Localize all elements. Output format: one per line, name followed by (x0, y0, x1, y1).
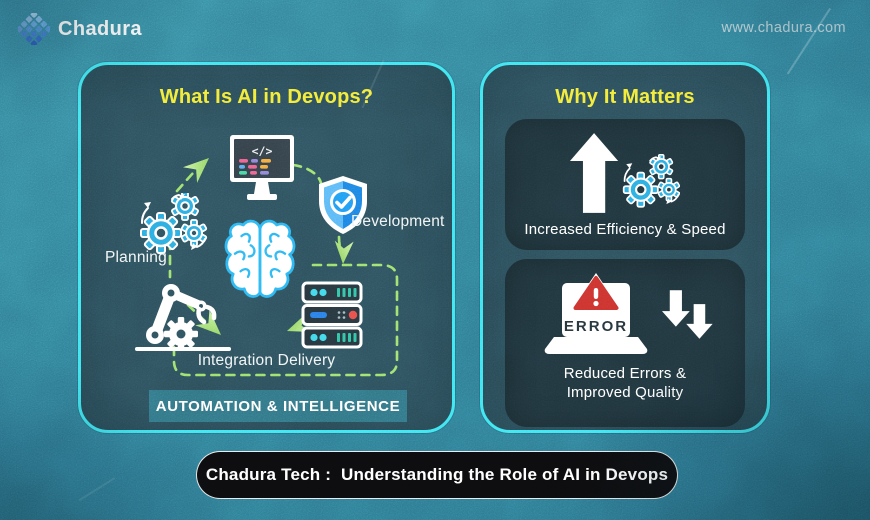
brand-logo: Chadura (18, 13, 142, 45)
gears-icon (140, 193, 208, 254)
planning-label: Planning (105, 249, 167, 266)
efficiency-icon (570, 131, 680, 215)
efficiency-label: Increased Efficiency & Speed (524, 221, 726, 238)
left-panel-title: What Is AI in Devops? (159, 86, 374, 108)
website-url: www.chadura.com (721, 20, 846, 36)
ai-brain-icon (224, 219, 296, 298)
footer-banner: Chadura Tech : Understanding the Role of… (196, 451, 678, 499)
what-is-ai-panel: What Is AI in Devops? </> (78, 62, 455, 433)
efficiency-card: Increased Efficiency & Speed (505, 119, 745, 250)
right-panel-title: Why It Matters (555, 86, 695, 108)
error-laptop-icon: ERROR (536, 271, 714, 359)
robot-arm-icon (135, 284, 231, 351)
chadura-diamond-logo-icon (18, 13, 50, 45)
error-laptop-glyph: ERROR (544, 273, 648, 354)
error-text: ERROR (564, 318, 628, 335)
development-label: Development (351, 213, 445, 230)
brand-name: Chadura (58, 17, 142, 40)
footer-banner-text: Chadura Tech : Understanding the Role of… (205, 465, 669, 484)
scratch-line (78, 477, 115, 501)
scratch-line (786, 7, 831, 75)
why-it-matters-panel: Why It Matters (480, 62, 770, 433)
errors-label-line2: Improved Quality (566, 383, 684, 401)
errors-card: ERROR Reduced Errors & Improved Quality (505, 259, 745, 427)
errors-label-line1: Reduced Errors & (563, 365, 687, 382)
gears-icon (622, 153, 680, 208)
code-symbol: </> (252, 144, 273, 158)
code-monitor-icon: </> (230, 135, 294, 200)
integration-delivery-label: Integration Delivery (197, 352, 336, 369)
down-arrows-icon (662, 290, 713, 339)
automation-intelligence-banner: AUTOMATION & INTELLIGENCE (149, 390, 407, 422)
up-arrow-icon (570, 133, 619, 213)
errors-label: Reduced Errors & Improved Quality (564, 365, 686, 403)
server-stack-icon (301, 281, 363, 349)
